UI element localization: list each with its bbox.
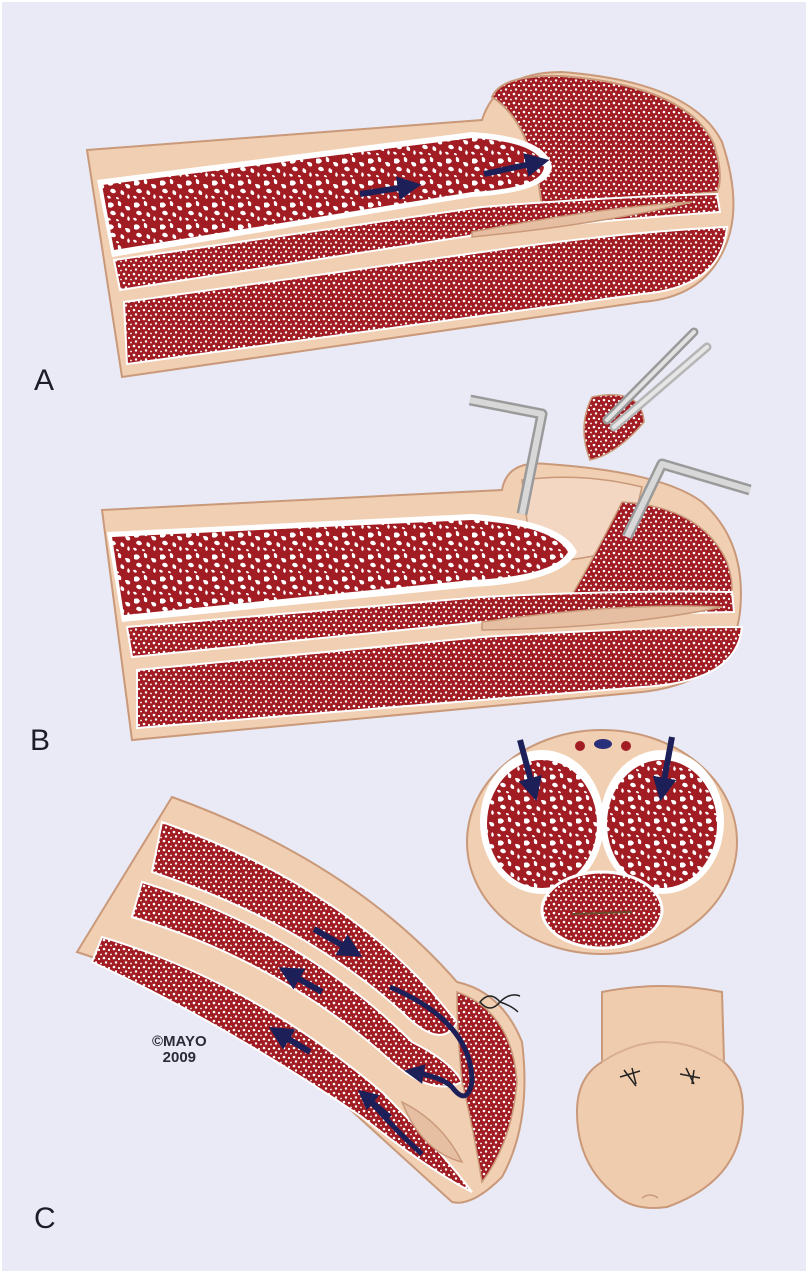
copyright-line-2: 2009 — [162, 1049, 197, 1066]
suture-icon — [679, 1067, 701, 1085]
suture-icon — [479, 994, 521, 1013]
panel-label-c: C — [34, 1202, 56, 1235]
flow-arrow-icon — [268, 1027, 312, 1055]
panel-b-corpus-cavernosum — [112, 520, 568, 615]
flow-arrow-icon — [357, 1089, 392, 1119]
panel-a-urethra — [471, 201, 693, 238]
flow-arrow-icon — [517, 739, 542, 802]
copyright-line-1: ©MAYO — [152, 1033, 207, 1050]
flow-arrow-icon — [278, 967, 324, 995]
copyright-notice: ©MAYO 2009 — [152, 1034, 207, 1066]
flow-arrow-icon — [652, 736, 677, 802]
flow-arrow-icon — [312, 926, 363, 957]
panel-label-b: B — [30, 724, 51, 757]
panel-b-glans — [560, 501, 733, 613]
flow-arrow-icon — [483, 153, 550, 177]
forceps-icon — [602, 327, 712, 432]
left-corpus — [487, 760, 597, 888]
panel-a-diagram — [85, 70, 735, 379]
panel-c-urethra — [400, 1100, 464, 1164]
panel-c-shaft — [75, 795, 526, 1204]
panel-b-corpus-spongiosum — [136, 625, 744, 730]
panel-c-upper-layer — [150, 820, 459, 1036]
suture-icon — [619, 1067, 641, 1087]
panel-a-corpus-cavernosum — [102, 138, 544, 250]
panel-b-diagram — [100, 327, 752, 742]
repaired-glans — [575, 985, 744, 1209]
panel-a-corpus-spongiosum — [122, 225, 729, 366]
panel-b-urethra — [481, 605, 723, 631]
panel-c-repaired-glans — [575, 985, 744, 1209]
flow-arrow-icon — [359, 176, 422, 201]
right-corpus — [607, 760, 717, 888]
panel-c-cross-section — [466, 729, 738, 955]
panel-c-lower-layer — [90, 935, 473, 1193]
panel-label-a: A — [34, 364, 55, 397]
panel-c-glans — [456, 990, 518, 1184]
flow-arrow-icon — [389, 984, 475, 1099]
cross-section-spongiosum — [540, 870, 664, 950]
